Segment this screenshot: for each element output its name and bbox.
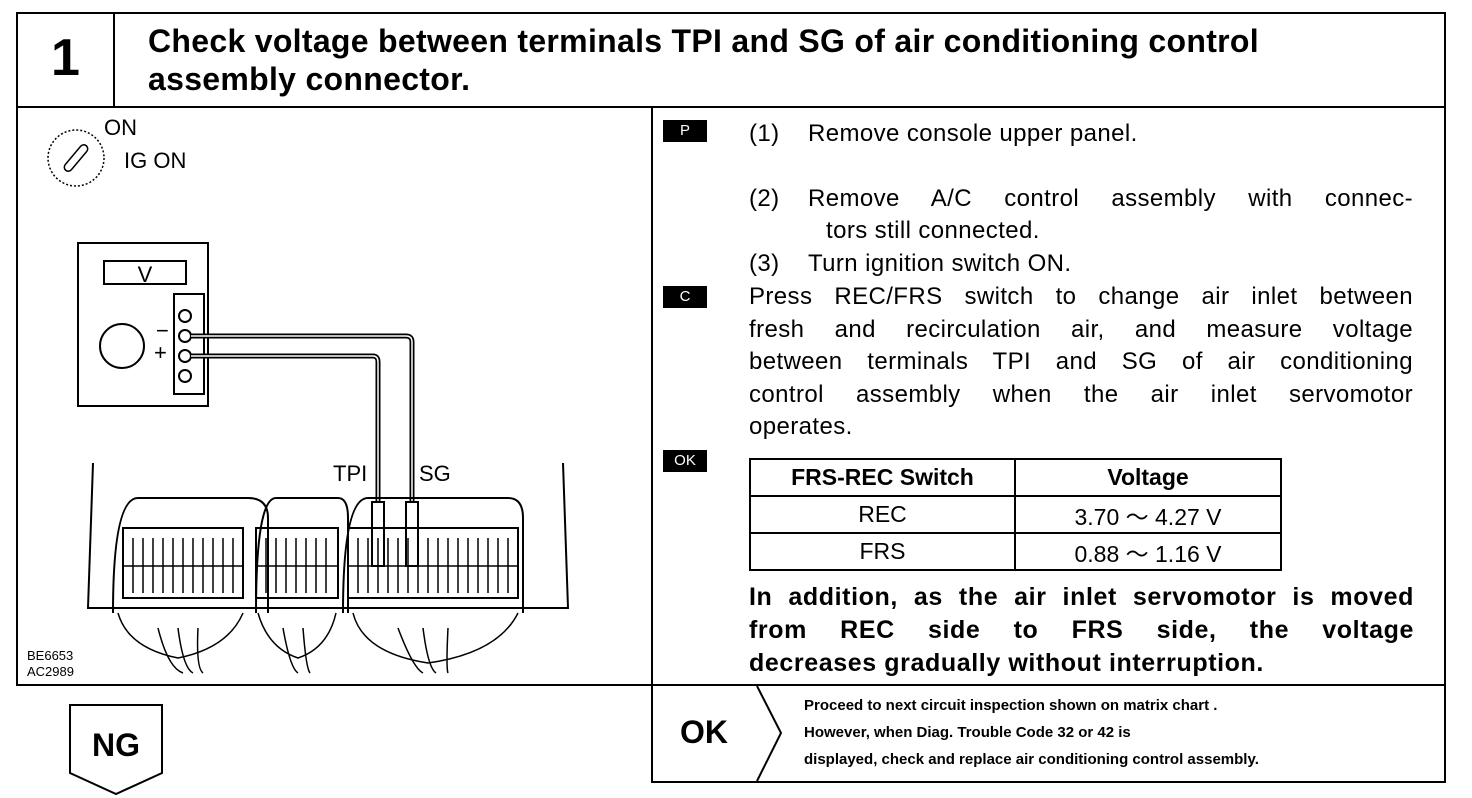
ok-line3: displayed, check and replace air conditi… (804, 751, 1259, 768)
step2-num: (2) (749, 185, 780, 212)
meter-minus-label: − (156, 318, 169, 343)
voltage-table: FRS-REC Switch Voltage REC 3.70 ～ 4.27 V… (749, 458, 1282, 571)
ok-line1: Proceed to next circuit inspection shown… (804, 697, 1218, 714)
step1-num: (1) (749, 120, 780, 147)
badge-ok: OK (663, 450, 707, 472)
step-title: Check voltage between terminals TPI and … (148, 22, 1438, 98)
switch-on-label: ON (104, 115, 137, 140)
note-line2: from REC side to FRS side, the voltage (749, 616, 1414, 644)
table-header: Voltage (1014, 458, 1282, 497)
switch-ig-on-label: IG ON (124, 148, 187, 173)
step-title-line1: Check voltage between terminals TPI and … (148, 23, 1259, 59)
check-line2: fresh and recirculation air, and measure… (749, 315, 1413, 343)
step-number: 1 (51, 29, 80, 87)
ng-result-badge (69, 704, 163, 796)
ac-control-connector (86, 462, 570, 614)
tpi-terminal-label: TPI (333, 461, 368, 486)
ok-instructions: Proceed to next circuit inspection shown… (804, 692, 1259, 773)
ignition-key-icon (47, 129, 105, 187)
check-line3: between terminals TPI and SG of air cond… (749, 348, 1413, 375)
step3-num: (3) (749, 250, 780, 277)
ok-line2: However, when Diag. Trouble Code 32 or 4… (804, 724, 1131, 741)
wire-harness (117, 612, 519, 674)
step3-text: Turn ignition switch ON. (808, 250, 1072, 277)
content-divider (651, 106, 653, 686)
step2-text-line2: tors still connected. (826, 217, 1040, 244)
meter-display-label: V (137, 262, 153, 287)
table-row: REC 3.70 ～ 4.27 V (749, 495, 1282, 534)
note-line3: decreases gradually without interruption… (749, 649, 1264, 677)
wiring-figure (47, 129, 570, 674)
step-title-line2: assembly connector. (148, 61, 471, 97)
note-line1: In addition, as the air inlet servomotor… (749, 583, 1414, 611)
check-line5: operates. (749, 413, 853, 440)
step1-text: Remove console upper panel. (808, 120, 1138, 147)
check-instruction: Press REC/FRS switch to change air inlet… (749, 281, 1413, 444)
ok-label: OK (680, 714, 728, 750)
check-line1: Press REC/FRS switch to change air inlet… (749, 283, 1413, 310)
check-line4: control assembly when the air inlet serv… (749, 380, 1413, 408)
ok-arrow-divider (756, 686, 783, 781)
test-leads (191, 333, 415, 508)
sg-terminal-label: SG (419, 461, 451, 486)
ok-result-box (651, 684, 1446, 783)
table-header-row: FRS-REC Switch Voltage (749, 458, 1282, 497)
additional-note: In addition, as the air inlet servomotor… (749, 581, 1414, 680)
table-cell: REC (749, 495, 1016, 534)
table-cell: FRS (749, 532, 1016, 571)
badge-c: C (663, 286, 707, 308)
table-header: FRS-REC Switch (749, 458, 1016, 497)
table-cell: 3.70 ～ 4.27 V (1014, 495, 1282, 534)
table-cell: 0.88 ～ 1.16 V (1014, 532, 1282, 571)
ng-label: NG (92, 727, 140, 763)
badge-p: P (663, 120, 707, 142)
table-row: FRS 0.88 ～ 1.16 V (749, 532, 1282, 571)
step2-text-line1: Remove A/C control assembly with connec- (808, 185, 1413, 212)
meter-plus-label: + (154, 340, 167, 365)
figure-code-2: AC2989 (27, 664, 74, 679)
step-number-divider (113, 12, 115, 108)
figure-code-1: BE6653 (27, 648, 74, 663)
